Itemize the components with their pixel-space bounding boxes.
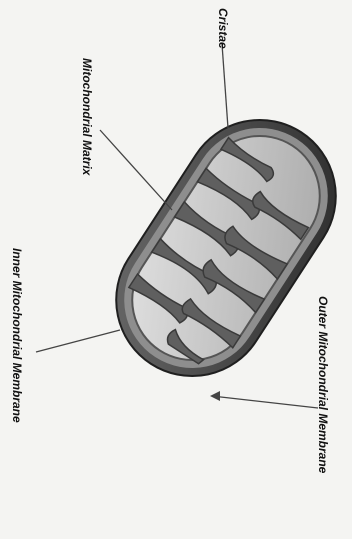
matrix-label: Mitochondrial Matrix bbox=[80, 58, 94, 175]
cristae-leader bbox=[222, 44, 228, 128]
outer-membrane-leader bbox=[212, 396, 318, 408]
inner-membrane-label: Inner Mitochondrial Membrane bbox=[10, 248, 24, 423]
outer-membrane-arrowhead bbox=[210, 391, 220, 401]
cristae-label: Cristae bbox=[216, 8, 230, 49]
inner-membrane-leader bbox=[36, 330, 120, 352]
outer-membrane-label: Outer Mitochondrial Membrane bbox=[316, 296, 330, 473]
mitochondrion-body bbox=[87, 91, 352, 405]
matrix-leader bbox=[100, 130, 172, 210]
